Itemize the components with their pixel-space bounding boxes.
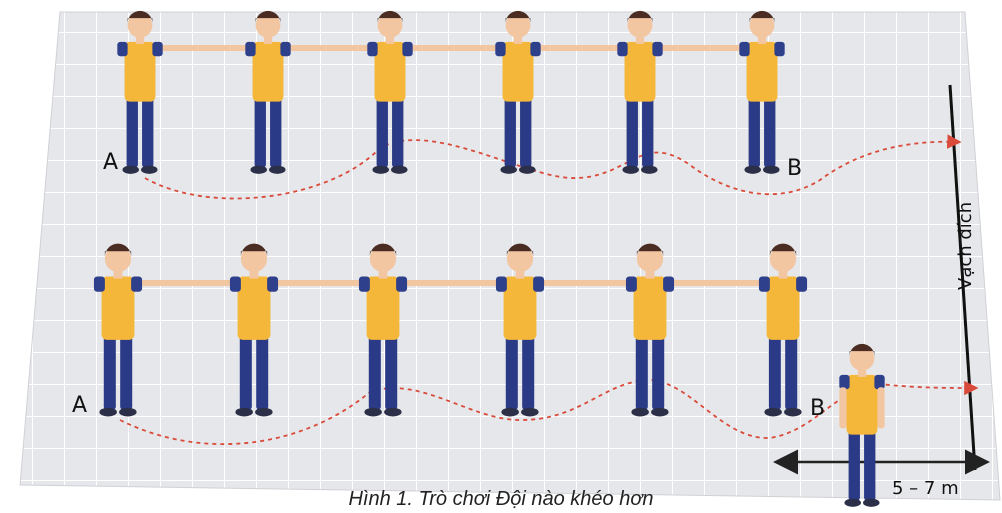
team-top-student-2 <box>245 10 291 174</box>
team-bottom-student-2 <box>229 243 279 417</box>
team-bottom-student-4 <box>495 243 545 417</box>
path-top <box>144 134 962 200</box>
figure-caption: Hình 1. Trò chơi Đội nào khéo hơn <box>348 488 654 510</box>
team-bottom-student-3 <box>358 243 408 417</box>
team-top-student-5 <box>617 10 663 174</box>
team-bottom-student-6 <box>758 243 808 417</box>
team-top-student-4 <box>495 10 541 174</box>
team-bottom-student-5 <box>625 243 675 417</box>
distance-label: 5 – 7 m <box>892 478 959 499</box>
finish-line-label: Vạch đích <box>955 201 976 290</box>
start-label-bottom: A <box>72 393 88 418</box>
team-top-student-1 <box>117 10 163 174</box>
team-top-student-6 <box>739 10 785 174</box>
team-bottom-student-1 <box>93 243 143 417</box>
runner-student <box>839 343 885 507</box>
runner-figure <box>839 343 885 507</box>
end-label-top: B <box>787 156 803 181</box>
team-top-student-3 <box>367 10 413 174</box>
team-bottom <box>93 243 808 417</box>
start-label-top: A <box>103 150 119 175</box>
finish-line <box>948 84 977 471</box>
end-label-bottom: B <box>810 396 826 421</box>
team-top <box>117 10 785 174</box>
